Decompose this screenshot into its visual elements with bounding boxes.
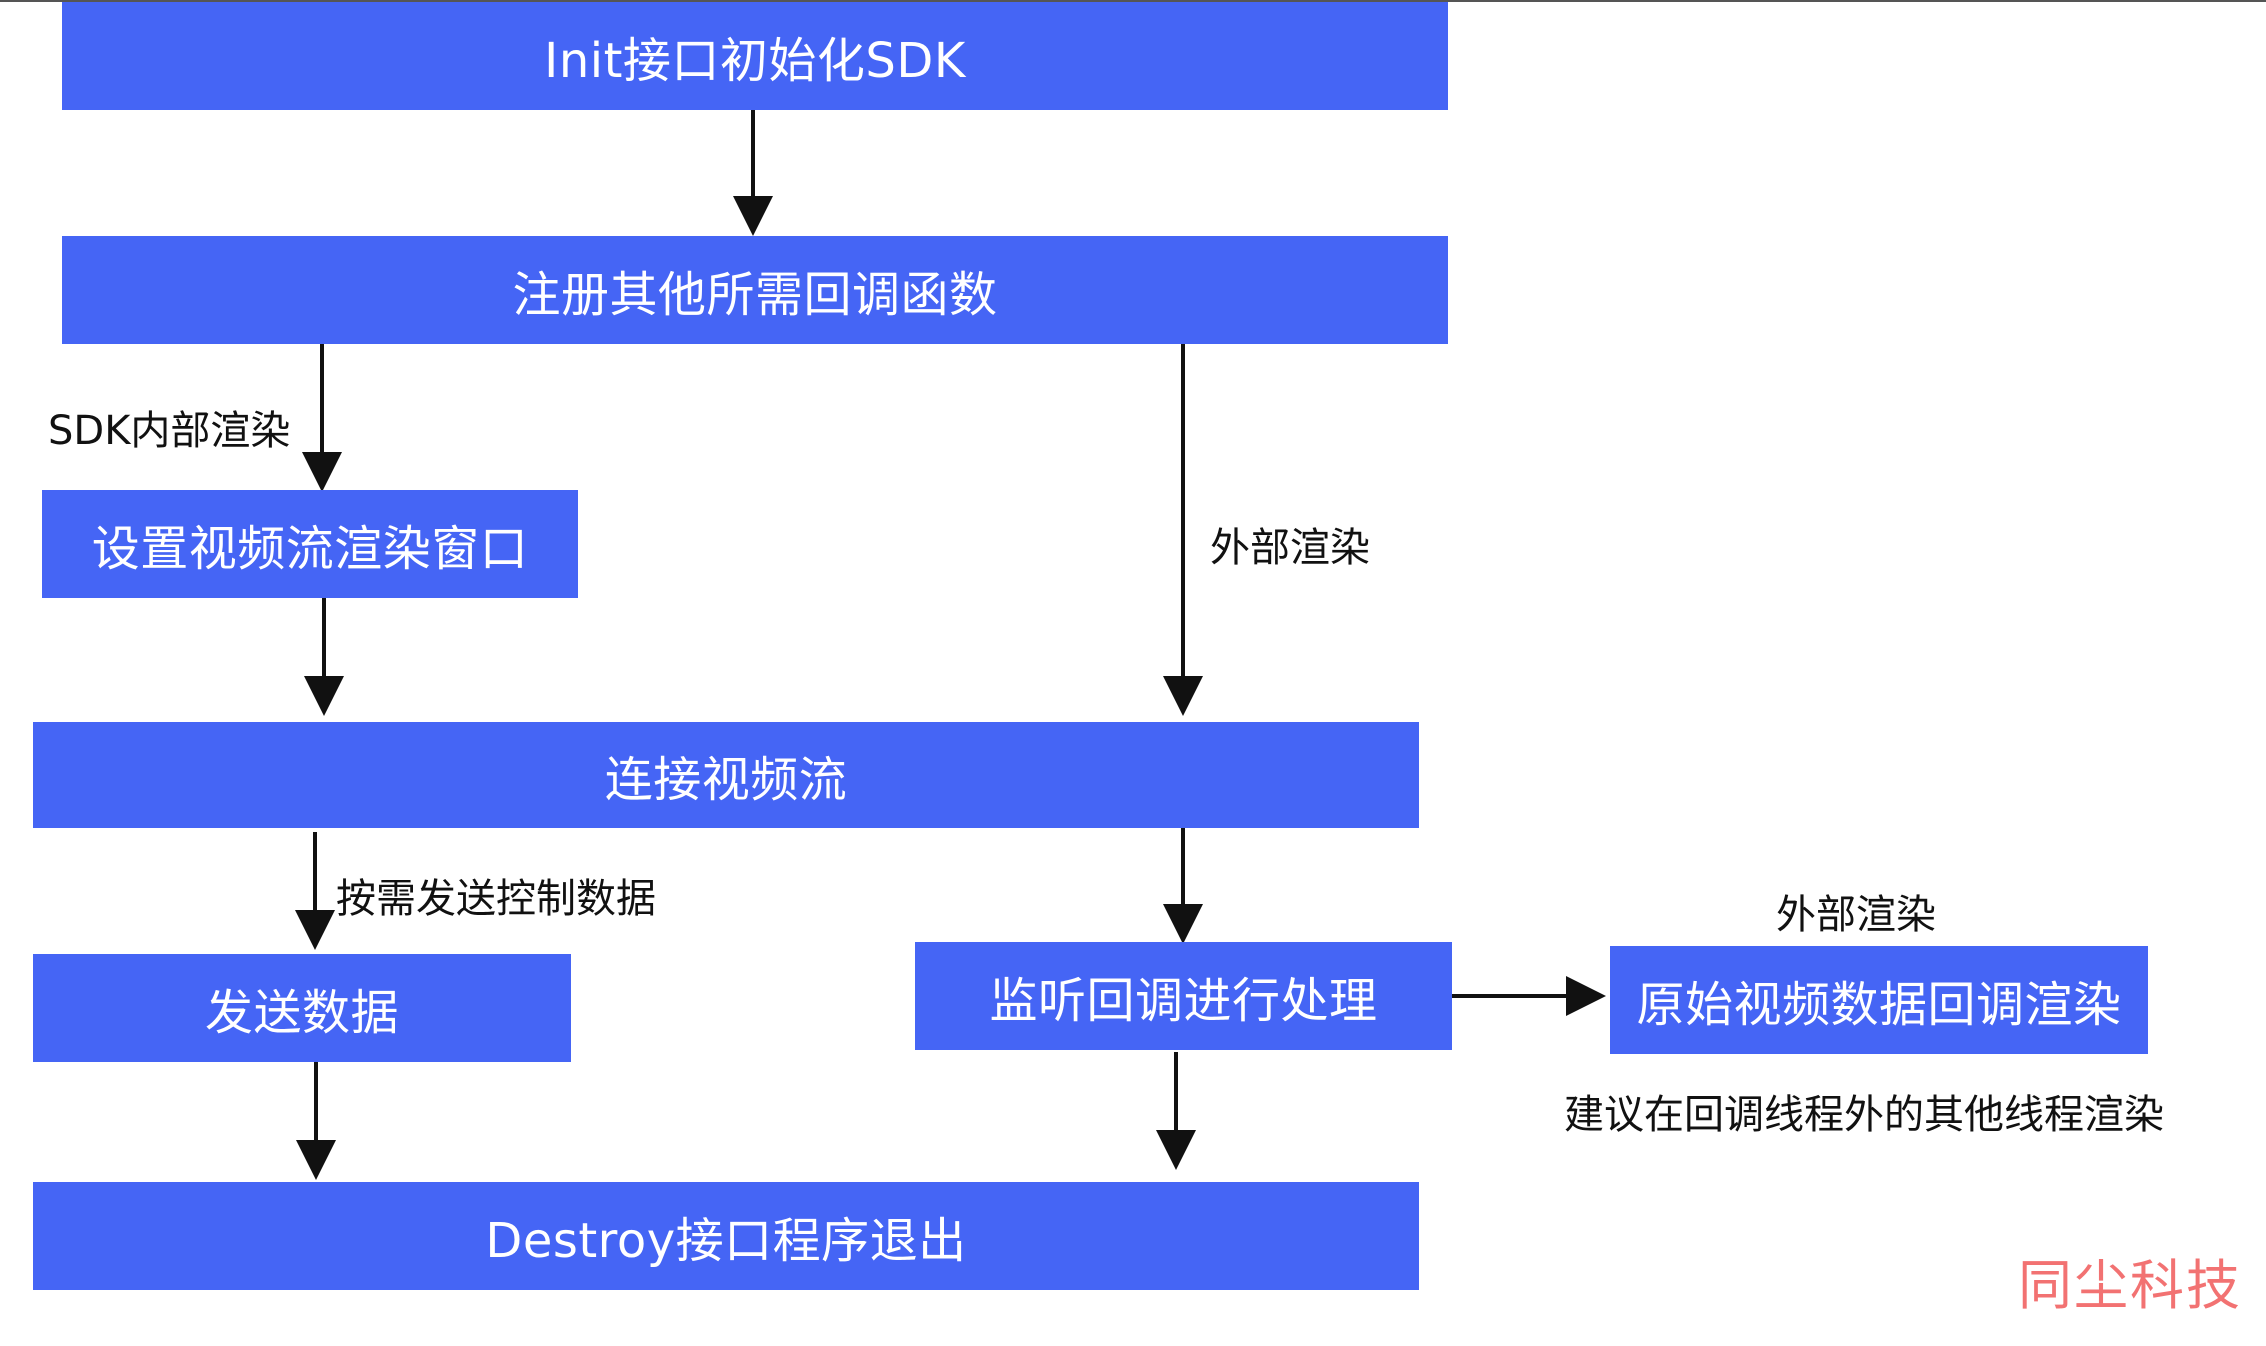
destroy-label: Destroy接口程序退出 [485, 1213, 967, 1269]
listen-callbacks-box: 监听回调进行处理 [915, 942, 1452, 1050]
set-render-window-label: 设置视频流渲染窗口 [91, 521, 529, 577]
send-data-label: 发送数据 [204, 985, 399, 1041]
init-sdk-label: Init接口初始化SDK [544, 33, 966, 89]
send-data-box: 发送数据 [33, 954, 571, 1062]
watermark-text: 同尘科技 [2018, 1254, 2242, 1317]
edge-label-send-control-data: 按需发送控制数据 [336, 876, 656, 922]
render-thread-advice-note: 建议在回调线程外的其他线程渲染 [1564, 1092, 2164, 1138]
connect-stream-label: 连接视频流 [604, 752, 848, 808]
raw-frame-render-box: 原始视频数据回调渲染 [1610, 946, 2148, 1054]
register-callbacks-label: 注册其他所需回调函数 [512, 267, 998, 323]
destroy-box: Destroy接口程序退出 [33, 1182, 1419, 1290]
edge-label-external-render-left: 外部渲染 [1210, 525, 1370, 571]
register-callbacks-box: 注册其他所需回调函数 [62, 236, 1448, 344]
top-border-line [0, 0, 2266, 2]
edge-label-sdk-internal-render: SDK内部渲染 [48, 408, 291, 454]
set-render-window-box: 设置视频流渲染窗口 [42, 490, 578, 598]
connect-stream-box: 连接视频流 [33, 722, 1419, 828]
edge-label-external-render-right: 外部渲染 [1776, 892, 1936, 938]
listen-callbacks-label: 监听回调进行处理 [989, 973, 1378, 1029]
raw-frame-render-label: 原始视频数据回调渲染 [1636, 977, 2122, 1033]
init-sdk-box: Init接口初始化SDK [62, 2, 1448, 110]
